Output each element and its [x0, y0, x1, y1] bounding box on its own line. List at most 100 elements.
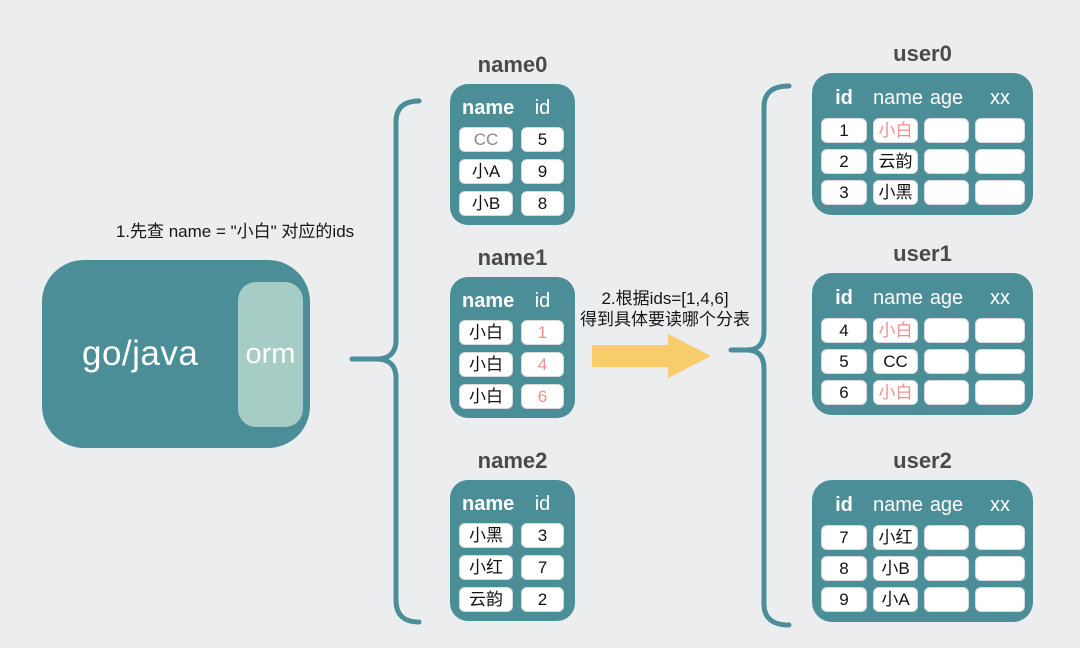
table-row: 5 CC [821, 349, 1025, 374]
table-header: id name age xx [821, 283, 1025, 313]
annotation-step2-line1: 2.根据ids=[1,4,6] [601, 289, 729, 308]
table-row: 2 云韵 [821, 149, 1025, 174]
cell-name: 小白 [459, 352, 513, 377]
table-user0: id name age xx 1 小白 2 云韵 3 小黑 [812, 73, 1033, 215]
cell-id: 9 [521, 159, 564, 184]
table-header: name id [459, 489, 566, 519]
column-header-name: name [873, 493, 924, 516]
table-row: 8 小B [821, 556, 1025, 581]
annotation-step2-line2: 得到具体要读哪个分表 [580, 310, 750, 329]
app-block: go/java orm [42, 260, 310, 448]
table-row: 小白 4 [459, 352, 566, 377]
app-label: go/java [82, 334, 199, 373]
table-row: 小红 7 [459, 555, 566, 580]
cell-id: 2 [521, 587, 564, 612]
table-row: CC 5 [459, 127, 566, 152]
cell-name: 小黑 [459, 523, 513, 548]
cell-age [924, 180, 969, 205]
table-title-name2: name2 [477, 448, 548, 473]
cell-name: CC [459, 127, 513, 152]
cell-age [924, 149, 969, 174]
table-row: 小A 9 [459, 159, 566, 184]
cell-id: 9 [821, 587, 867, 612]
column-header-id: id [835, 86, 853, 109]
table-row: 小B 8 [459, 191, 566, 216]
cell-age [924, 380, 969, 405]
cell-name: 小白 [459, 320, 513, 345]
column-header-id: id [534, 289, 551, 312]
cell-id: 4 [521, 352, 564, 377]
table-name1: name id 小白 1 小白 4 小白 6 [450, 277, 575, 418]
column-header-name: name [462, 96, 515, 119]
table-header: id name age xx [821, 490, 1025, 520]
column-header-id: id [534, 96, 551, 119]
flow-arrow [592, 334, 711, 378]
cell-name: 小A [873, 587, 918, 612]
table-row: 小白 6 [459, 384, 566, 409]
cell-age [924, 318, 969, 343]
cell-name: 小B [873, 556, 918, 581]
cell-age [924, 556, 969, 581]
column-header-age: age [929, 493, 964, 516]
cell-name: 小红 [459, 555, 513, 580]
cell-id: 3 [821, 180, 867, 205]
table-header: name id [459, 286, 566, 316]
table-row: 小黑 3 [459, 523, 566, 548]
table-title-name0: name0 [477, 52, 548, 77]
cell-id: 2 [821, 149, 867, 174]
cell-id: 8 [821, 556, 867, 581]
table-title-user2: user2 [893, 448, 952, 473]
cell-name: CC [873, 349, 918, 374]
cell-id: 5 [821, 349, 867, 374]
annotation-step1: 1.先查 name = "小白" 对应的ids [115, 222, 355, 241]
table-user1: id name age xx 4 小白 5 CC 6 小白 [812, 273, 1033, 415]
table-title-user0: user0 [893, 41, 952, 66]
cell-id: 5 [521, 127, 564, 152]
table-name2: name id 小黑 3 小红 7 云韵 2 [450, 480, 575, 621]
column-header-age: age [929, 86, 964, 109]
table-title-name1: name1 [477, 245, 548, 270]
table-user2: id name age xx 7 小红 8 小B 9 小A [812, 480, 1033, 622]
table-row: 7 小红 [821, 525, 1025, 550]
table-name0: name id CC 5 小A 9 小B 8 [450, 84, 575, 225]
column-header-name: name [462, 289, 515, 312]
annotation-step2: 2.根据ids=[1,4,6] 得到具体要读哪个分表 [560, 288, 770, 330]
cell-name: 小红 [873, 525, 918, 550]
column-header-name: name [873, 286, 924, 309]
cell-name: 小A [459, 159, 513, 184]
table-row: 4 小白 [821, 318, 1025, 343]
left-brace [373, 98, 422, 625]
cell-id: 7 [521, 555, 564, 580]
cell-xx [975, 525, 1025, 550]
table-row: 云韵 2 [459, 587, 566, 612]
column-header-id: id [534, 492, 551, 515]
cell-id: 1 [521, 320, 564, 345]
cell-xx [975, 587, 1025, 612]
cell-xx [975, 118, 1025, 143]
table-row: 9 小A [821, 587, 1025, 612]
cell-age [924, 587, 969, 612]
right-brace [744, 83, 792, 628]
table-title-user1: user1 [893, 241, 952, 266]
cell-name: 小B [459, 191, 513, 216]
column-header-xx: xx [990, 286, 1010, 309]
cell-name: 小白 [459, 384, 513, 409]
cell-xx [975, 556, 1025, 581]
table-header: id name age xx [821, 83, 1025, 113]
cell-id: 3 [521, 523, 564, 548]
cell-name: 小白 [873, 318, 918, 343]
column-header-name: name [462, 492, 515, 515]
table-header: name id [459, 93, 566, 123]
cell-xx [975, 180, 1025, 205]
column-header-age: age [929, 286, 964, 309]
cell-age [924, 525, 969, 550]
table-row: 6 小白 [821, 380, 1025, 405]
cell-age [924, 349, 969, 374]
table-row: 3 小黑 [821, 180, 1025, 205]
cell-id: 6 [821, 380, 867, 405]
cell-id: 4 [821, 318, 867, 343]
cell-name: 小白 [873, 380, 918, 405]
column-header-id: id [835, 493, 853, 516]
cell-xx [975, 149, 1025, 174]
cell-id: 1 [821, 118, 867, 143]
